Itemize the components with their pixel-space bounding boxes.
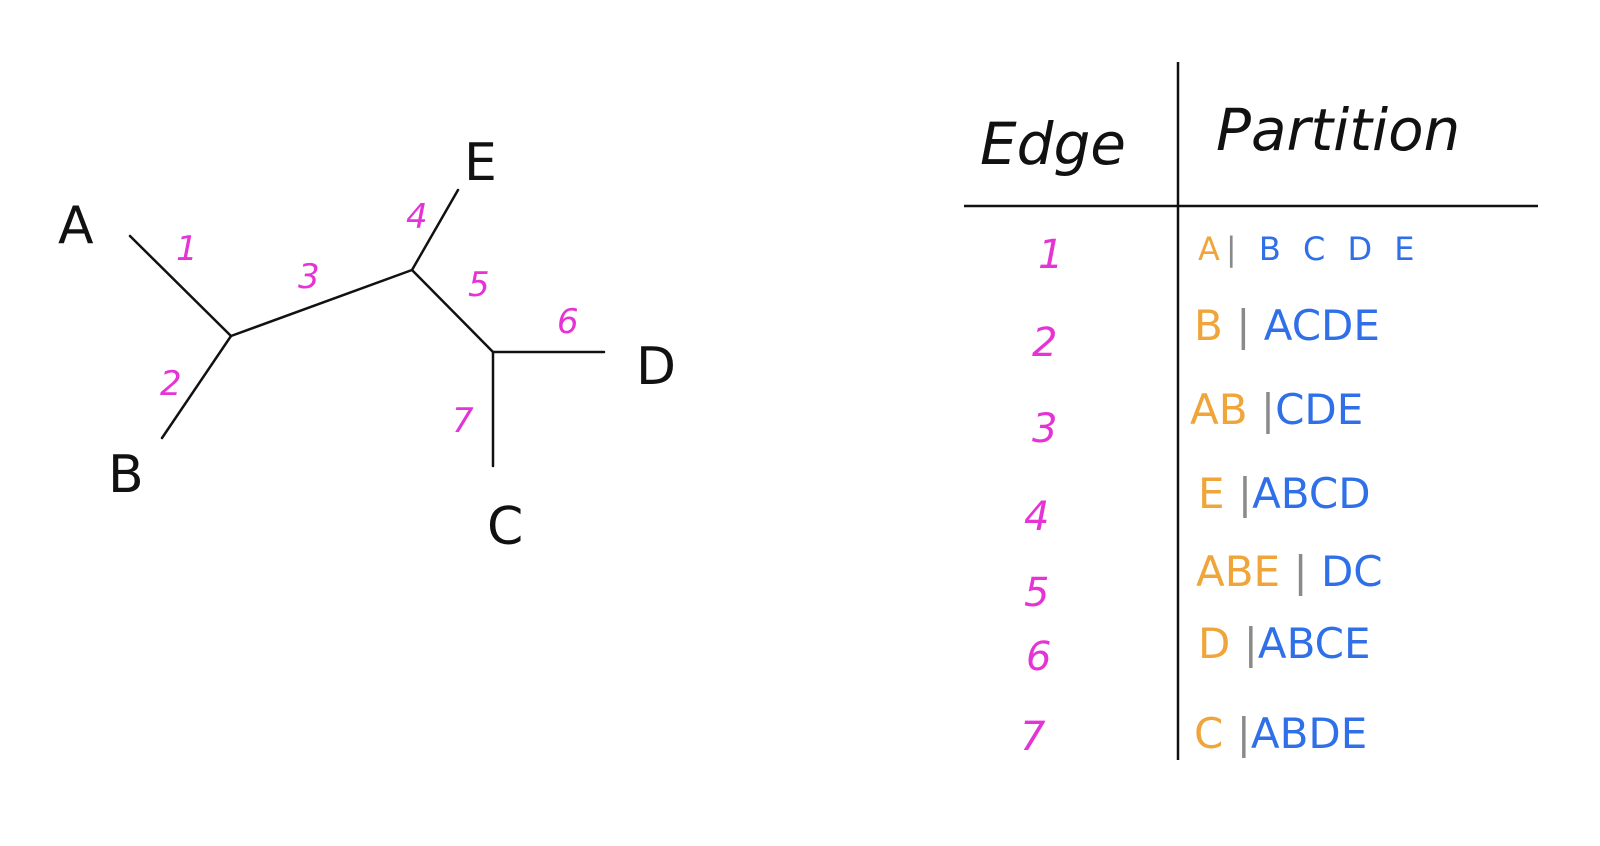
partition-bar: | <box>1293 547 1307 596</box>
header-partition: Partition <box>1216 96 1460 164</box>
partition-bar: | <box>1236 301 1250 350</box>
edge-4 <box>410 188 460 272</box>
partition-right: ABDE <box>1251 709 1367 758</box>
table-row: 2 B | ACDE <box>1032 301 1380 366</box>
edge-2 <box>160 334 233 440</box>
edge-3 <box>229 268 414 338</box>
partition-left: B <box>1194 301 1223 350</box>
table-row: 6 D |ABCE <box>1026 619 1371 680</box>
partition-right: B C D E <box>1259 230 1421 268</box>
partition-left: D <box>1198 619 1230 668</box>
edge-label-1: 1 <box>176 229 198 269</box>
partition-bar: | <box>1226 230 1243 268</box>
table-row: 4 E |ABCD <box>1024 469 1371 540</box>
partition-left: C <box>1194 709 1223 758</box>
partition-table: Edge Partition 1 A| B C D E 2 B | ACDE 3… <box>964 62 1538 760</box>
row-partition: D |ABCE <box>1198 619 1371 668</box>
partition-left: A <box>1198 230 1226 268</box>
partition-bar: | <box>1244 619 1258 668</box>
table-row: 1 A| B C D E <box>1038 230 1421 278</box>
row-partition: AB |CDE <box>1190 385 1363 434</box>
table-row: 5 ABE | DC <box>1024 547 1383 616</box>
edge-label-5: 5 <box>468 265 490 305</box>
leaf-label-b: B <box>108 445 144 505</box>
row-partition: ABE | DC <box>1196 547 1383 596</box>
header-edge: Edge <box>980 110 1126 178</box>
row-partition: A| B C D E <box>1198 230 1421 268</box>
partition-left: ABE <box>1196 547 1280 596</box>
edge-label-7: 7 <box>452 401 474 441</box>
edge-label-4: 4 <box>406 197 428 237</box>
table-row: 3 AB |CDE <box>1032 385 1363 452</box>
row-edge-number: 5 <box>1024 570 1049 616</box>
partition-right: DC <box>1321 547 1383 596</box>
row-partition: E |ABCD <box>1198 469 1371 518</box>
row-edge-number: 7 <box>1020 714 1046 760</box>
partition-left: E <box>1198 469 1225 518</box>
tree-diagram: A B C D E 1 2 3 4 5 6 7 <box>58 133 676 557</box>
partition-right: ABCE <box>1258 619 1371 668</box>
edge-5 <box>410 268 495 354</box>
table-row: 7 C |ABDE <box>1020 709 1367 760</box>
row-edge-number: 3 <box>1032 406 1057 452</box>
row-partition: B | ACDE <box>1194 301 1380 350</box>
edge-label-6: 6 <box>557 302 579 342</box>
leaf-label-d: D <box>636 337 676 397</box>
leaf-label-c: C <box>487 497 523 557</box>
row-edge-number: 6 <box>1026 634 1051 680</box>
edge-label-3: 3 <box>298 257 320 297</box>
partition-bar: | <box>1261 385 1275 434</box>
edge-label-2: 2 <box>160 364 182 404</box>
partition-left: AB <box>1190 385 1248 434</box>
edge-1 <box>128 234 233 338</box>
row-edge-number: 1 <box>1038 232 1063 278</box>
partition-right: ABCD <box>1252 469 1370 518</box>
row-edge-number: 2 <box>1032 320 1057 366</box>
row-partition: C |ABDE <box>1194 709 1367 758</box>
leaf-label-a: A <box>58 196 94 256</box>
row-edge-number: 4 <box>1024 494 1049 540</box>
partition-bar: | <box>1238 469 1252 518</box>
partition-bar: | <box>1237 709 1251 758</box>
leaf-label-e: E <box>464 133 497 193</box>
partition-right: ACDE <box>1264 301 1380 350</box>
partition-right: CDE <box>1275 385 1363 434</box>
